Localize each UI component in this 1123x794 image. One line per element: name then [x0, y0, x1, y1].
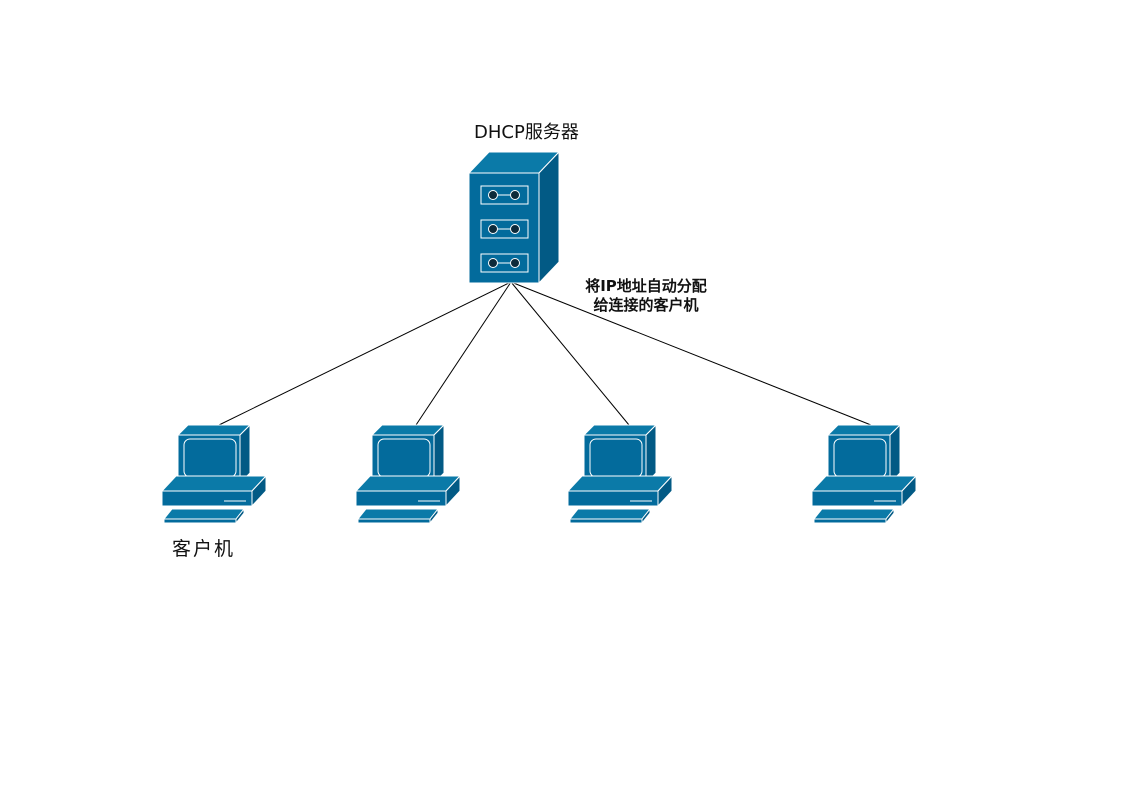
- annotation-line-2: 给连接的客户机: [593, 296, 698, 314]
- connection-lines: [218, 281, 872, 426]
- link-client-3: [510, 281, 630, 426]
- link-client-2: [415, 281, 512, 426]
- desktop-computer-icon: [355, 424, 461, 524]
- server-label: DHCP服务器: [474, 122, 579, 143]
- client-label: 客户机: [172, 538, 235, 560]
- desktop-computer-icon: [811, 424, 917, 524]
- desktop-computer-icon: [567, 424, 673, 524]
- server-tower-icon: [467, 150, 561, 285]
- annotation-line-1: 将IP地址自动分配: [585, 277, 707, 295]
- link-client-1: [218, 281, 512, 426]
- desktop-computer-icon: [161, 424, 267, 524]
- server-drive-bays: [480, 185, 529, 273]
- link-client-4: [510, 281, 872, 426]
